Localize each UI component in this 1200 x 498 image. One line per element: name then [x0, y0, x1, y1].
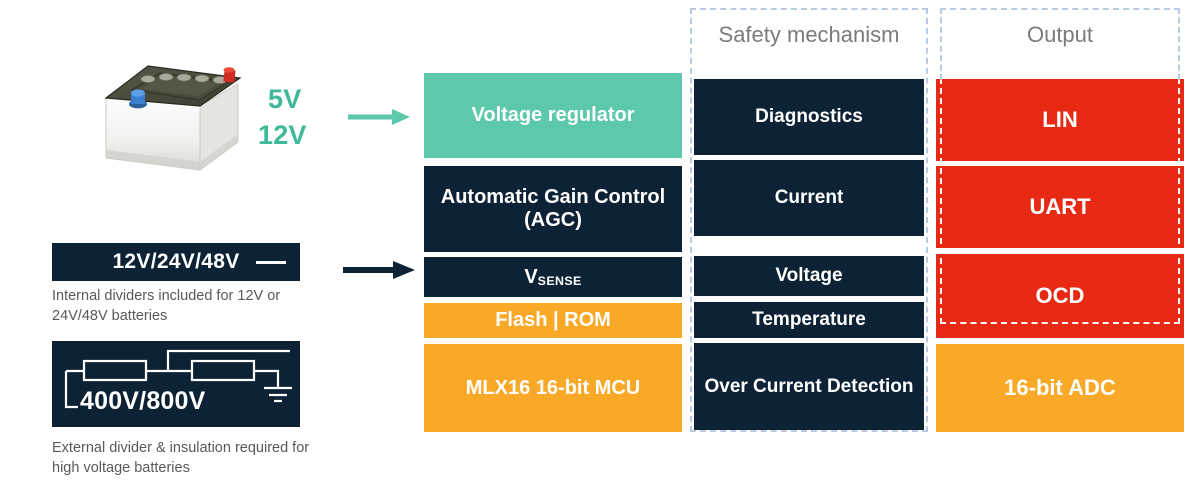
voltage-divider-schematic-icon — [64, 349, 292, 409]
block-lin[interactable]: LIN — [936, 79, 1184, 161]
block-uart[interactable]: UART — [936, 166, 1184, 248]
block-mlx16-mcu[interactable]: MLX16 16-bit MCU — [424, 344, 682, 432]
function-block-column: Voltage regulator Automatic Gain Control… — [424, 0, 682, 498]
block-ocd[interactable]: OCD — [936, 254, 1184, 338]
battery-arrow-icon — [343, 261, 415, 279]
battery-hv-label: 400V/800V — [80, 387, 206, 415]
vsense-subscript: SENSE — [537, 273, 582, 288]
battery-12v-label: 12V/24V/48V — [112, 250, 240, 273]
block-diagnostics[interactable]: Diagnostics — [694, 79, 924, 155]
supply-voltage-5v: 5V — [268, 84, 302, 114]
block-temperature[interactable]: Temperature — [694, 302, 924, 338]
block-voltage-regulator[interactable]: Voltage regulator — [424, 73, 682, 158]
block-flash-rom[interactable]: Flash | ROM — [424, 303, 682, 338]
output-header: Output — [1026, 22, 1094, 47]
safety-mechanism-column: Safety mechanism Diagnostics Current Vol… — [690, 0, 928, 498]
battery-12v-line-icon — [256, 261, 286, 264]
vsense-base: V — [524, 265, 538, 288]
safety-mechanism-header: Safety mechanism — [718, 22, 900, 47]
supply-voltage-12v: 12V — [258, 120, 307, 150]
supply-arrow-icon — [348, 109, 410, 125]
block-current[interactable]: Current — [694, 160, 924, 236]
block-over-current-detection[interactable]: Over Current Detection — [694, 343, 924, 430]
battery-hv-caption: External divider & insulation required f… — [52, 440, 310, 476]
battery-12v-card: 12V/24V/48V — [52, 243, 300, 281]
battery-12v-caption: Internal dividers included for 12V or 24… — [52, 288, 281, 324]
block-voltage[interactable]: Voltage — [694, 256, 924, 296]
block-automatic-gain-control[interactable]: Automatic Gain Control (AGC) — [424, 166, 682, 252]
car-battery-image — [104, 65, 242, 171]
battery-hv-card: 400V/800V — [52, 341, 300, 427]
output-column: LIN UART OCD 16-bit ADC Output — [936, 0, 1184, 498]
block-16bit-adc[interactable]: 16-bit ADC — [936, 344, 1184, 432]
